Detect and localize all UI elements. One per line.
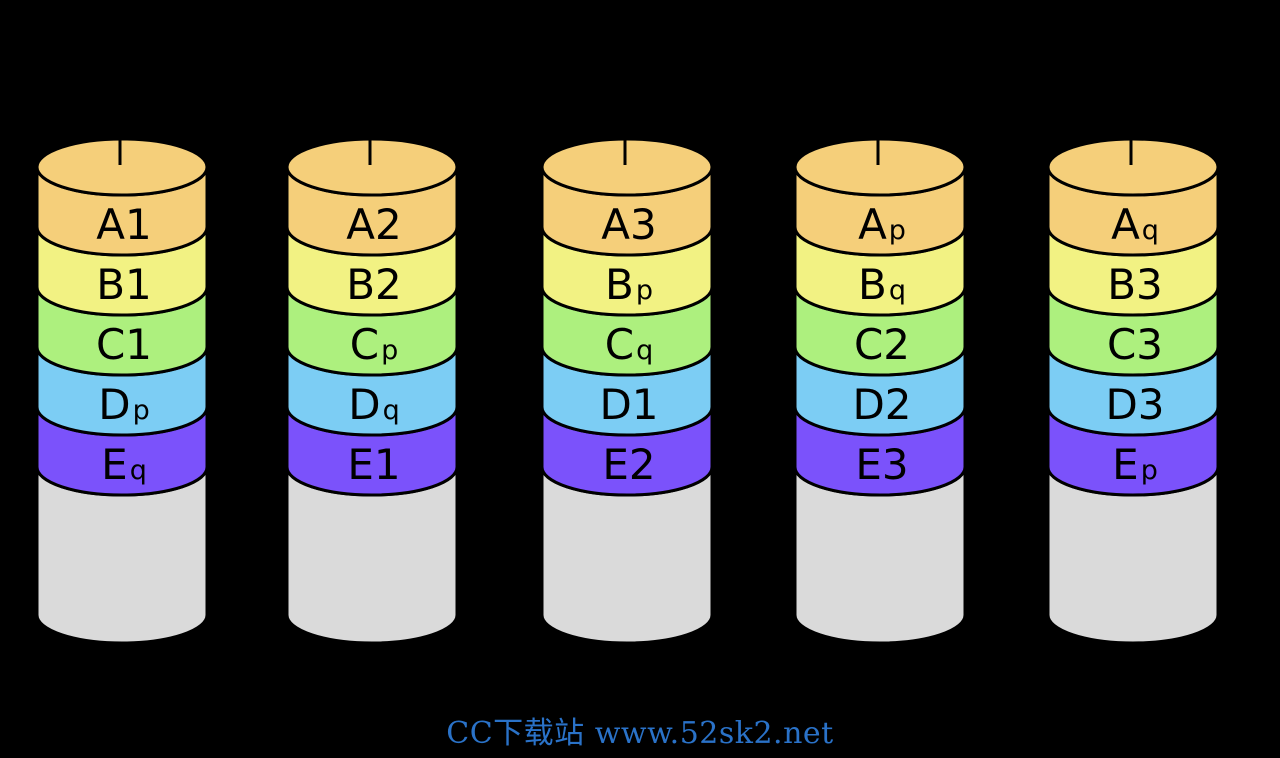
disk-top-cap	[285, 137, 459, 197]
block-label: A3	[601, 200, 656, 249]
block-label: Ap	[858, 200, 906, 249]
disk-top-cap	[793, 137, 967, 197]
block-label: B3	[1107, 260, 1163, 309]
watermark-text: CC下载站 www.52sk2.net	[446, 716, 834, 751]
block-label: B1	[96, 260, 152, 309]
block-label: C3	[1107, 320, 1163, 369]
block-label: Eq	[101, 440, 147, 489]
block-label: D3	[1105, 380, 1164, 429]
block-label: Cp	[350, 320, 398, 369]
block-label: Aq	[1111, 200, 1159, 249]
disk-top-cap	[35, 137, 209, 197]
block-label: Dq	[348, 380, 399, 429]
block-label: E3	[855, 440, 908, 489]
block-label: Ep	[1112, 440, 1158, 489]
block-label: C2	[854, 320, 910, 369]
block-label: D2	[852, 380, 911, 429]
block-label: Bq	[858, 260, 906, 309]
block-label: Bp	[605, 260, 653, 309]
block-label: Dp	[98, 380, 149, 429]
block-label: E2	[602, 440, 655, 489]
disk-top-cap	[540, 137, 714, 197]
block-label: B2	[346, 260, 402, 309]
disk-top-cap	[1046, 137, 1220, 197]
block-label: Cq	[605, 320, 653, 369]
block-label: C1	[96, 320, 152, 369]
block-label: E1	[347, 440, 400, 489]
block-label: A2	[346, 200, 401, 249]
block-label: A1	[96, 200, 151, 249]
block-label: D1	[599, 380, 658, 429]
